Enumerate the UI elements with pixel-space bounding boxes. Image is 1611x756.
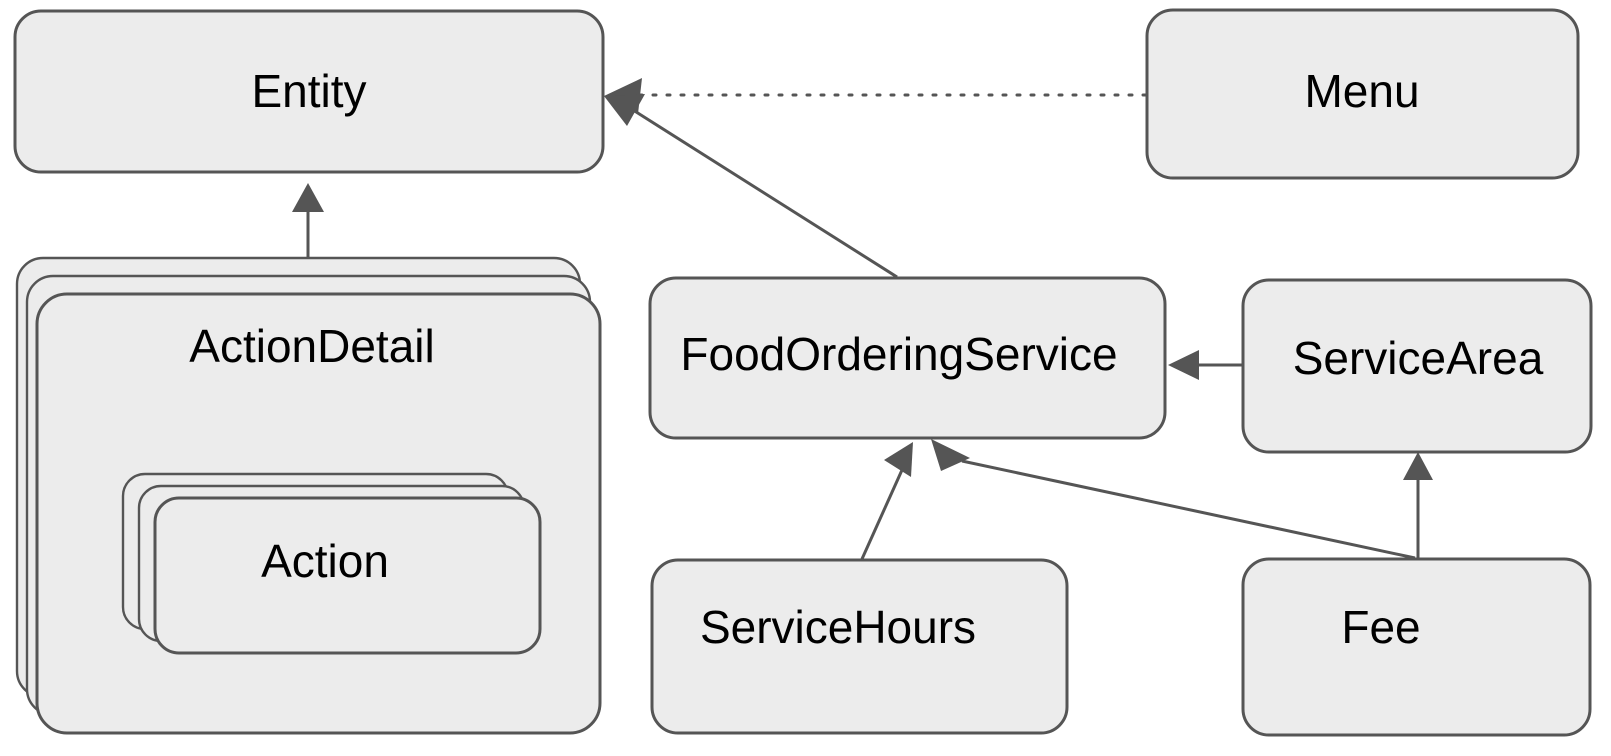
node-service-area-label: ServiceArea <box>1293 332 1544 384</box>
edge-actiondetail-to-entity-arrowhead <box>292 183 324 212</box>
edge-servicearea-to-foodorderingservice <box>1168 350 1242 380</box>
node-action-shape[interactable] <box>153 496 542 655</box>
edge-foodorderingservice-to-entity <box>604 94 898 279</box>
node-service-area-shape[interactable] <box>1241 278 1593 454</box>
edge-servicehours-to-foodorderingservice-arrowhead <box>884 442 913 477</box>
edge-foodorderingservice-to-entity-arrowhead <box>604 94 645 126</box>
edge-servicearea-to-foodorderingservice-arrowhead <box>1168 350 1199 380</box>
node-fee-label: Fee <box>1341 601 1420 653</box>
node-service-area[interactable]: ServiceArea <box>1241 278 1593 454</box>
node-food-ordering-service[interactable]: FoodOrderingService <box>648 276 1167 440</box>
node-action-label: Action <box>261 535 389 587</box>
node-entity[interactable]: Entity <box>13 9 605 174</box>
edge-fee-to-foodorderingservice <box>931 439 1416 560</box>
node-entity-label: Entity <box>251 65 366 117</box>
node-action-detail-label: ActionDetail <box>189 320 434 372</box>
node-food-ordering-service-label: FoodOrderingService <box>680 328 1117 380</box>
node-menu-label: Menu <box>1304 65 1419 117</box>
node-entity-shape[interactable] <box>13 9 605 174</box>
node-fee-shape[interactable] <box>1241 557 1592 737</box>
node-fee[interactable]: Fee <box>1241 557 1592 737</box>
edge-servicehours-to-foodorderingservice <box>860 442 913 560</box>
edge-fee-to-servicearea-arrowhead <box>1403 452 1433 480</box>
edge-foodorderingservice-to-entity-line <box>632 108 898 279</box>
node-service-hours[interactable]: ServiceHours <box>650 558 1069 735</box>
node-action[interactable]: Action <box>121 472 542 655</box>
edge-menu-to-entity <box>604 78 1148 114</box>
node-service-hours-shape[interactable] <box>650 558 1069 735</box>
node-menu-shape[interactable] <box>1145 8 1580 180</box>
edge-fee-to-servicearea <box>1403 452 1433 558</box>
node-menu[interactable]: Menu <box>1145 8 1580 180</box>
edge-fee-to-foodorderingservice-arrowhead <box>931 439 970 471</box>
node-food-ordering-service-shape[interactable] <box>648 276 1167 440</box>
node-service-hours-label: ServiceHours <box>700 601 976 653</box>
edge-servicehours-to-foodorderingservice-line <box>860 469 904 560</box>
edge-fee-to-foodorderingservice-line <box>961 459 1416 560</box>
